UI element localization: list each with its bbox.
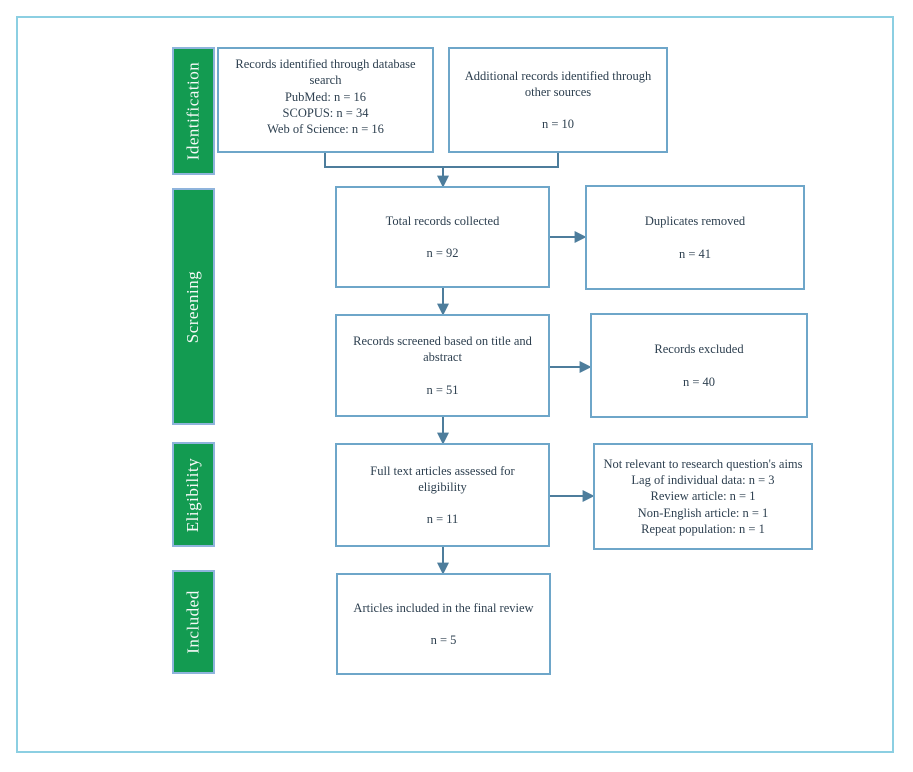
- stage-bar-screening: Screening: [172, 188, 215, 425]
- total-collected-count: n = 92: [426, 246, 459, 260]
- stage-bar-identification: Identification: [172, 47, 215, 175]
- stage-bar-eligibility: Eligibility: [172, 442, 215, 547]
- stage-label-identification: Identification: [183, 61, 203, 161]
- duplicates-removed-title: Duplicates removed: [644, 214, 746, 229]
- stage-label-eligibility: Eligibility: [183, 457, 203, 532]
- duplicates-removed-count: n = 41: [678, 246, 712, 261]
- records-excluded-count: n = 40: [682, 374, 716, 389]
- database-search-wos-count: Web of Science: n = 16: [267, 122, 384, 136]
- total-collected-title: Total records collected: [385, 213, 500, 228]
- not-relevant-reason-lag: Lag of individual data: n = 3: [631, 473, 775, 488]
- box-records-excluded: Records excluded n = 40: [590, 313, 808, 418]
- stage-bar-included: Included: [172, 570, 215, 674]
- fulltext-assessed-count: n = 11: [426, 512, 459, 527]
- box-other-sources: Additional records identified through ot…: [448, 47, 668, 153]
- box-total-collected: Total records collected n = 92: [335, 186, 550, 288]
- box-screened-title-abstract: Records screened based on title and abst…: [335, 314, 550, 417]
- screened-title: Records screened based on title and abst…: [353, 334, 532, 365]
- other-sources-count: n = 10: [541, 117, 575, 132]
- stage-label-included: Included: [183, 590, 203, 654]
- not-relevant-title: Not relevant to research question's aims: [603, 456, 803, 471]
- box-database-search: Records identified through database sear…: [217, 47, 434, 153]
- database-search-heading: Records identified through database sear…: [235, 57, 416, 88]
- box-not-relevant-reasons: Not relevant to research question's aims…: [593, 443, 813, 550]
- not-relevant-reason-repeat: Repeat population: n = 1: [641, 521, 765, 536]
- box-duplicates-removed: Duplicates removed n = 41: [585, 185, 805, 290]
- included-final-title: Articles included in the final review: [353, 600, 534, 615]
- not-relevant-reason-nonenglish: Non-English article: n = 1: [637, 505, 769, 520]
- box-fulltext-assessed: Full text articles assessed for eligibil…: [335, 443, 550, 547]
- records-excluded-title: Records excluded: [654, 342, 744, 357]
- database-search-scopus-count: SCOPUS: n = 34: [282, 105, 369, 120]
- included-final-count: n = 5: [430, 633, 457, 647]
- box-included-final: Articles included in the final review n …: [336, 573, 551, 675]
- other-sources-title: Additional records identified through ot…: [464, 68, 652, 99]
- stage-label-screening: Screening: [183, 270, 203, 343]
- database-search-pubmed-count: PubMed: n = 16: [284, 89, 366, 104]
- screened-count: n = 51: [426, 382, 459, 397]
- fulltext-assessed-title: Full text articles assessed for eligibil…: [370, 463, 515, 494]
- not-relevant-reason-review: Review article: n = 1: [650, 489, 756, 504]
